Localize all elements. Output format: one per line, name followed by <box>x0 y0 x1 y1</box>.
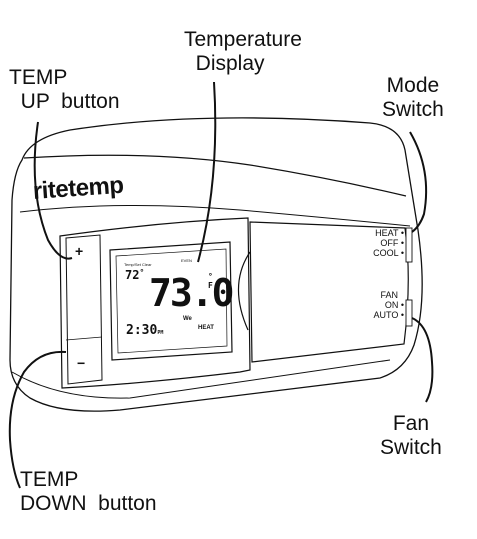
lcd-small-label-right: EVEN <box>181 258 192 263</box>
fan-switch-title: FAN <box>380 290 398 300</box>
lcd-mode: HEAT <box>198 325 214 331</box>
mode-option-cool: COOL • <box>373 248 404 258</box>
temp-up-button[interactable]: + <box>75 243 84 259</box>
housing-top-ridge <box>23 154 407 197</box>
leader-mode-switch <box>409 131 428 233</box>
fan-option-on: ON • <box>384 300 404 310</box>
lcd-window <box>109 241 233 361</box>
lcd-temperature-unit: °F <box>208 272 213 290</box>
lcd-small-label-left: Temp/Set Clear <box>124 262 152 267</box>
lcd-set-temperature: 72° <box>125 268 145 282</box>
temp-up-callout: TEMP UP button <box>9 66 120 113</box>
mode-option-off: OFF • <box>380 238 404 248</box>
mode-switch-callout: Mode Switch <box>382 74 444 121</box>
mode-switch-slot <box>405 227 413 263</box>
lcd-day: We <box>183 316 192 322</box>
button-strip <box>65 234 103 385</box>
fan-switch[interactable]: FAN ON • AUTO • <box>360 290 405 320</box>
fan-switch-callout: Fan Switch <box>380 412 442 459</box>
leader-temp-down <box>8 350 67 489</box>
mode-option-heat: HEAT • <box>375 228 404 238</box>
fan-switch-slot <box>405 299 413 327</box>
leader-temp-up <box>33 121 73 260</box>
temp-down-button[interactable]: − <box>77 355 86 371</box>
door-notch <box>237 251 251 331</box>
lcd-current-temperature: 73.0 <box>149 271 235 315</box>
fan-option-auto: AUTO • <box>373 310 405 320</box>
mode-switch[interactable]: HEAT • OFF • COOL • <box>360 228 404 258</box>
leader-temp-display <box>197 81 217 263</box>
temperature-display-callout: Temperature Display <box>184 28 302 75</box>
leader-fan-switch <box>411 317 434 403</box>
lcd-time: 2:30PM <box>126 323 164 338</box>
temp-down-callout: TEMP DOWN button <box>20 468 157 515</box>
